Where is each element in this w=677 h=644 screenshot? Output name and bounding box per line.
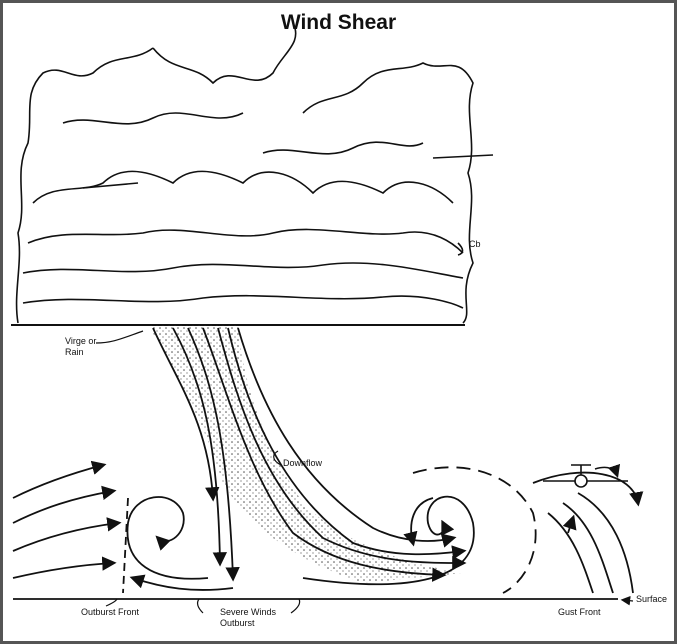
diagram-drawing bbox=[11, 22, 644, 614]
right-vortex bbox=[302, 466, 537, 594]
leader-lines bbox=[95, 330, 634, 614]
gust-front-label: Gust Front bbox=[558, 607, 601, 617]
severe-winds-label-line1: Severe Winds bbox=[220, 607, 277, 617]
virga-label-line1: Virge or bbox=[65, 336, 97, 346]
virga-label-line2: Rain bbox=[65, 347, 84, 357]
cb-label: Cb bbox=[469, 239, 481, 249]
downflow-label: Downflow bbox=[283, 458, 323, 468]
inflow-arrows bbox=[12, 460, 122, 579]
outburst-front-label: Outburst Front bbox=[81, 607, 140, 617]
cumulonimbus-cloud bbox=[11, 22, 494, 326]
diagram-title: Wind Shear bbox=[280, 11, 397, 34]
downflow-shaft bbox=[148, 325, 463, 583]
gust-front-curls bbox=[532, 471, 644, 594]
surface-label: Surface bbox=[636, 594, 668, 604]
left-vortex bbox=[122, 496, 234, 594]
severe-winds-label-line2: Outburst bbox=[220, 618, 255, 628]
downflow-arrows bbox=[152, 327, 467, 582]
aircraft-icon bbox=[543, 463, 628, 488]
